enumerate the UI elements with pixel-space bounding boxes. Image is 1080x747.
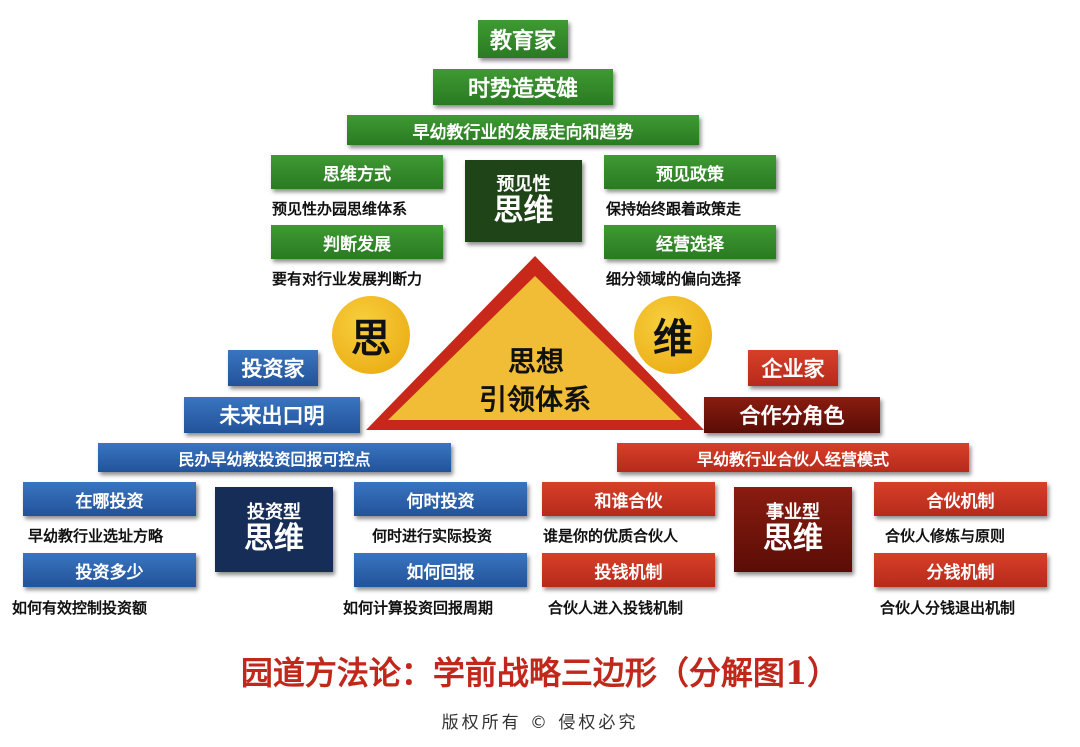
foresight-core-small: 预见性	[496, 173, 551, 195]
investor-core-big: 思维	[244, 521, 304, 557]
investor-subtitle: 未来出口明	[184, 397, 360, 433]
investor-right-label-1: 何时投资	[354, 482, 527, 516]
entrepreneur-left-label-2: 投钱机制	[542, 553, 715, 587]
investment-thinking-core: 投资型 思维	[215, 487, 333, 572]
investor-left-desc-2: 如何有效控制投资额	[12, 599, 148, 617]
entrepreneur-left-desc-2: 合伙人进入投钱机制	[548, 599, 684, 617]
investor-banner: 民办早幼教投资回报可控点	[98, 443, 451, 472]
career-thinking-core: 事业型 思维	[734, 487, 852, 572]
investor-right-label-2: 如何回报	[354, 553, 527, 587]
investor-right-desc-2: 如何计算投资回报周期	[343, 599, 494, 617]
foresight-left-desc-1: 预见性办园思维体系	[272, 200, 408, 218]
foresight-right-desc-1: 保持始终跟着政策走	[606, 200, 742, 218]
foresight-right-label-2: 经营选择	[604, 225, 776, 259]
foresight-right-label-1: 预见政策	[604, 155, 776, 189]
investor-left-desc-1: 早幼教行业选址方略	[28, 527, 164, 545]
center-line-1: 思想	[507, 345, 564, 378]
entrepreneur-right-desc-1: 合伙人修炼与原则	[885, 527, 1006, 545]
foresight-left-label-2: 判断发展	[271, 225, 443, 259]
entrepreneur-core-big: 思维	[763, 521, 823, 557]
investor-right-desc-1: 何时进行实际投资	[372, 527, 493, 545]
entrepreneur-right-label-2: 分钱机制	[874, 553, 1047, 587]
entrepreneur-right-desc-2: 合伙人分钱退出机制	[880, 599, 1016, 617]
entrepreneur-subtitle: 合作分角色	[704, 397, 880, 433]
entrepreneur-banner: 早幼教行业合伙人经营模式	[617, 443, 969, 472]
educator-title: 教育家	[478, 20, 568, 58]
entrepreneur-left-label-1: 和谁合伙	[542, 482, 715, 516]
foresight-left-desc-2: 要有对行业发展判断力	[272, 270, 423, 288]
circle-si: 思	[332, 296, 410, 374]
trend-banner: 早幼教行业的发展走向和趋势	[347, 115, 699, 145]
entrepreneur-left-desc-1: 谁是你的优质合伙人	[543, 527, 679, 545]
entrepreneur-title: 企业家	[748, 350, 838, 386]
investor-left-label-1: 在哪投资	[23, 482, 196, 516]
circle-wei: 维	[634, 296, 712, 374]
entrepreneur-right-label-1: 合伙机制	[874, 482, 1047, 516]
investor-title: 投资家	[228, 350, 318, 386]
investor-core-small: 投资型	[247, 502, 301, 524]
foresight-core-big: 思维	[493, 192, 554, 228]
foresight-thinking-core: 预见性 思维	[465, 160, 582, 242]
diagram-footer-title: 园道方法论：学前战略三边形（分解图1）	[240, 654, 840, 692]
foresight-left-label-1: 思维方式	[271, 155, 443, 189]
heroes-subtitle: 时势造英雄	[433, 69, 613, 105]
center-triangle	[366, 256, 704, 430]
foresight-right-desc-2: 细分领域的偏向选择	[606, 270, 742, 288]
investor-left-label-2: 投资多少	[23, 553, 196, 587]
entrepreneur-core-small: 事业型	[766, 502, 820, 524]
copyright-notice: 版权所有 © 侵权必究	[441, 713, 639, 733]
center-line-2: 引领体系	[478, 383, 591, 416]
